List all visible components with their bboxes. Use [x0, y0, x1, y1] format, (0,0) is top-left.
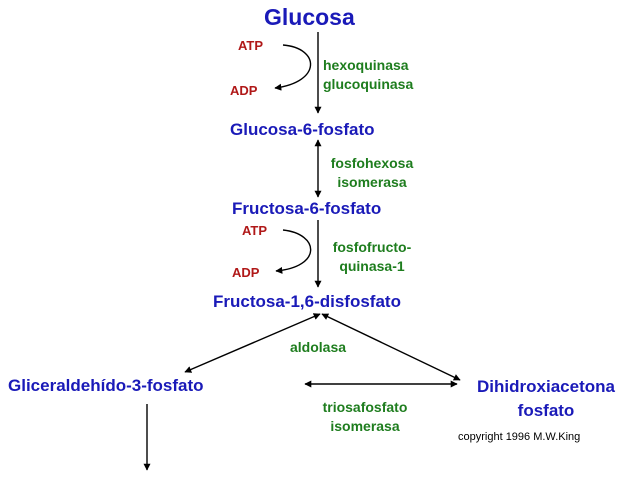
metabolite-dihidroxiacetona-fosfato: Dihidroxiacetona fosfato [461, 375, 631, 423]
metabolite-fructosa-1-6-disfosfato: Fructosa-1,6-disfosfato [213, 292, 401, 311]
enzyme-hexoquinasa: hexoquinasa glucoquinasa [323, 56, 413, 94]
enzyme-step1-line2: glucoquinasa [323, 76, 414, 92]
enzyme-step2-line2: isomerasa [337, 174, 407, 190]
arrow-f16bp-dhap [321, 313, 461, 381]
enzyme-step5-line1: triosafosfato [322, 399, 408, 415]
cofactor-atp-2: ATP [242, 223, 268, 238]
metabolite-gliceraldehido-3-fosfato: Gliceraldehído-3-fosfato [8, 376, 204, 395]
cofactor-adp-1: ADP [230, 83, 258, 98]
cofactor-atp-1: ATP [238, 38, 264, 53]
dhap-line2: fosfato [517, 401, 575, 420]
enzyme-fosfofructoquinasa-1: fosfofructo- quinasa-1 [318, 238, 426, 276]
enzyme-step5-line2: isomerasa [330, 418, 400, 434]
curve-atp-adp-2 [275, 229, 312, 274]
enzyme-step1-line1: hexoquinasa [323, 57, 409, 73]
copyright-notice: copyright 1996 M.W.King [458, 431, 581, 443]
curve-atp-adp-1 [274, 44, 312, 91]
dhap-line1: Dihidroxiacetona [477, 377, 615, 396]
enzyme-step3-line1: fosfofructo- [332, 239, 412, 255]
metabolite-fructosa-6-fosfato: Fructosa-6-fosfato [232, 199, 382, 218]
enzyme-aldolasa: aldolasa [290, 339, 347, 355]
cofactor-adp-2: ADP [232, 265, 260, 280]
arrow-f16bp-gap [184, 313, 321, 373]
enzyme-step2-line1: fosfohexosa [330, 155, 414, 171]
metabolite-glucosa: Glucosa [264, 4, 355, 30]
enzyme-step3-line2: quinasa-1 [339, 258, 405, 274]
enzyme-fosfohexosa-isomerasa: fosfohexosa isomerasa [318, 154, 426, 192]
metabolite-glucosa-6-fosfato: Glucosa-6-fosfato [230, 120, 375, 139]
enzyme-triosafosfato-isomerasa: triosafosfato isomerasa [309, 398, 421, 436]
